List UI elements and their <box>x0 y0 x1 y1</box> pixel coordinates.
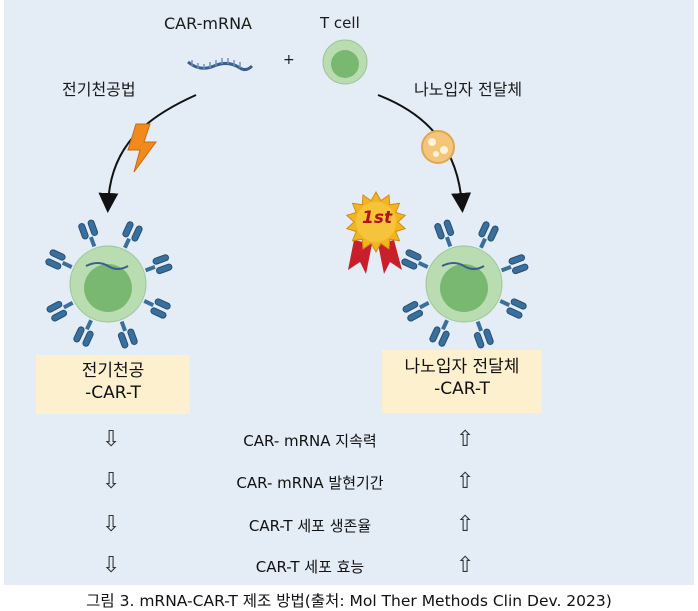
comparison-label: CAR- mRNA 발현기간 <box>236 474 384 492</box>
plus-sign: + <box>283 52 295 68</box>
car-receptor-icon <box>402 300 430 322</box>
comparison-label: CAR-T 세포 생존율 <box>248 517 372 535</box>
mrna-label: CAR-mRNA <box>164 14 252 33</box>
comparison-label: CAR- mRNA 지속력 <box>243 432 377 450</box>
car-receptor-icon <box>499 298 527 319</box>
t-cell-icon <box>322 39 368 85</box>
mrna-strand-icon <box>187 58 254 72</box>
car-receptor-icon <box>500 254 529 275</box>
car-receptor-icon <box>429 319 450 347</box>
car-receptor-icon <box>46 300 74 322</box>
first-place-badge-icon <box>345 190 407 274</box>
box-right-line1: 나노입자 전달체 <box>404 357 520 377</box>
down-arrow-icon: ⇩ <box>102 512 121 537</box>
box-left-line1: 전기천공 <box>81 361 145 381</box>
car-receptor-icon <box>143 298 171 319</box>
car-receptor-icon <box>122 221 143 249</box>
car-receptor-icon <box>473 320 494 349</box>
car-receptor-icon <box>144 254 173 275</box>
up-arrow-icon: ⇧ <box>456 469 475 494</box>
electroporation-label: 전기천공법 <box>62 80 136 99</box>
electroporation-car-t-box: 전기천공 -CAR-T <box>36 355 190 414</box>
left-car-t-cell-icon <box>45 219 173 349</box>
car-receptor-icon <box>78 219 99 248</box>
down-arrow-icon: ⇩ <box>102 469 121 494</box>
car-receptor-icon <box>45 249 73 270</box>
right-car-t-cell-icon <box>401 219 529 349</box>
box-right-line2: -CAR-T <box>434 379 490 399</box>
left-curved-arrow <box>98 94 197 213</box>
nanoparticle-icon <box>421 130 455 164</box>
badge-text: 1st <box>362 208 393 228</box>
car-receptor-icon <box>401 249 429 270</box>
down-arrow-icon: ⇩ <box>102 427 121 452</box>
down-arrow-icon: ⇩ <box>102 553 121 578</box>
nanoparticle-car-t-box: 나노입자 전달체 -CAR-T <box>382 350 542 413</box>
car-receptor-icon <box>478 221 499 249</box>
comparison-label: CAR-T 세포 효능 <box>255 558 365 576</box>
car-receptor-icon <box>73 319 94 347</box>
nanoparticle-label: 나노입자 전달체 <box>414 80 523 99</box>
up-arrow-icon: ⇧ <box>456 553 475 578</box>
up-arrow-icon: ⇧ <box>456 512 475 537</box>
car-receptor-icon <box>434 219 455 248</box>
car-receptor-icon <box>117 320 138 349</box>
t-cell-label: T cell <box>320 14 360 32</box>
box-left-line2: -CAR-T <box>85 383 141 403</box>
figure-caption: 그림 3. mRNA-CAR-T 제조 방법(출처: Mol Ther Meth… <box>86 592 612 610</box>
up-arrow-icon: ⇧ <box>456 427 475 452</box>
lightning-bolt-icon <box>127 123 157 173</box>
